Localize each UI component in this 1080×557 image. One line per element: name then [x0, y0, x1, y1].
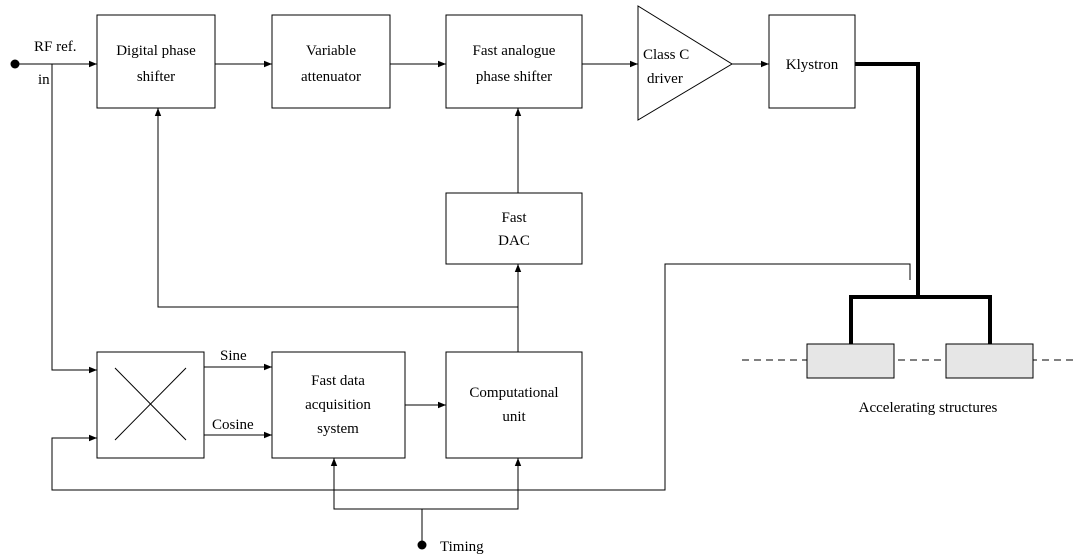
label-cosine: Cosine — [212, 417, 254, 433]
label-variable-attenuator-2: attenuator — [301, 69, 361, 85]
block-computational-unit — [445, 351, 583, 459]
label-fast-analogue-2: phase shifter — [476, 69, 552, 85]
label-rf-ref: RF ref. — [34, 39, 77, 55]
label-fast-analogue-1: Fast analogue — [473, 43, 556, 59]
wire-timing-to-acquisition — [330, 458, 423, 545]
label-fast-data-acq-2: acquisition — [305, 397, 371, 413]
label-computational-1: Computational — [469, 385, 558, 401]
label-fast-dac-2: DAC — [498, 233, 530, 249]
wire-rf-to-mixer — [51, 64, 97, 374]
block-fast-data-acquisition — [271, 351, 406, 459]
waveguide-klystron-output — [855, 62, 920, 297]
waveguide — [849, 62, 992, 344]
label-rf-in: in — [38, 72, 50, 88]
block-klystron — [768, 14, 856, 109]
label-variable-attenuator-1: Variable — [306, 43, 356, 59]
accelerating-structure-1 — [806, 343, 895, 379]
label-fast-data-acq-1: Fast data — [311, 373, 365, 389]
connection-wires — [15, 60, 911, 545]
block-digital-phase-shifter — [96, 14, 216, 109]
accelerating-structure-2 — [945, 343, 1034, 379]
label-class-c-driver-2: driver — [647, 71, 683, 87]
label-accelerating-structures: Accelerating structures — [859, 400, 998, 416]
waveguide-splitter — [849, 295, 992, 344]
label-fast-dac-1: Fast — [501, 210, 527, 226]
block-fast-analogue-phase-shifter — [445, 14, 583, 109]
wire-timing-to-computational — [422, 458, 522, 510]
label-sine: Sine — [220, 348, 247, 364]
label-digital-phase-shifter-1: Digital phase — [116, 43, 196, 59]
wire-feedback-to-digital-phase-shifter — [154, 108, 518, 308]
block-mixer — [96, 351, 205, 459]
block-variable-attenuator — [271, 14, 391, 109]
label-timing: Timing — [440, 539, 484, 555]
label-class-c-driver-1: Class C — [643, 47, 689, 63]
label-computational-2: unit — [502, 409, 526, 425]
block-fast-dac — [445, 192, 583, 265]
rf-input-terminal — [10, 59, 20, 69]
label-fast-data-acq-3: system — [317, 421, 359, 437]
block-class-c-driver — [637, 5, 733, 121]
wire-rf-sample-to-mixer — [51, 263, 911, 491]
label-klystron: Klystron — [786, 57, 839, 73]
label-digital-phase-shifter-2: shifter — [137, 69, 175, 85]
timing-terminal — [417, 540, 427, 550]
